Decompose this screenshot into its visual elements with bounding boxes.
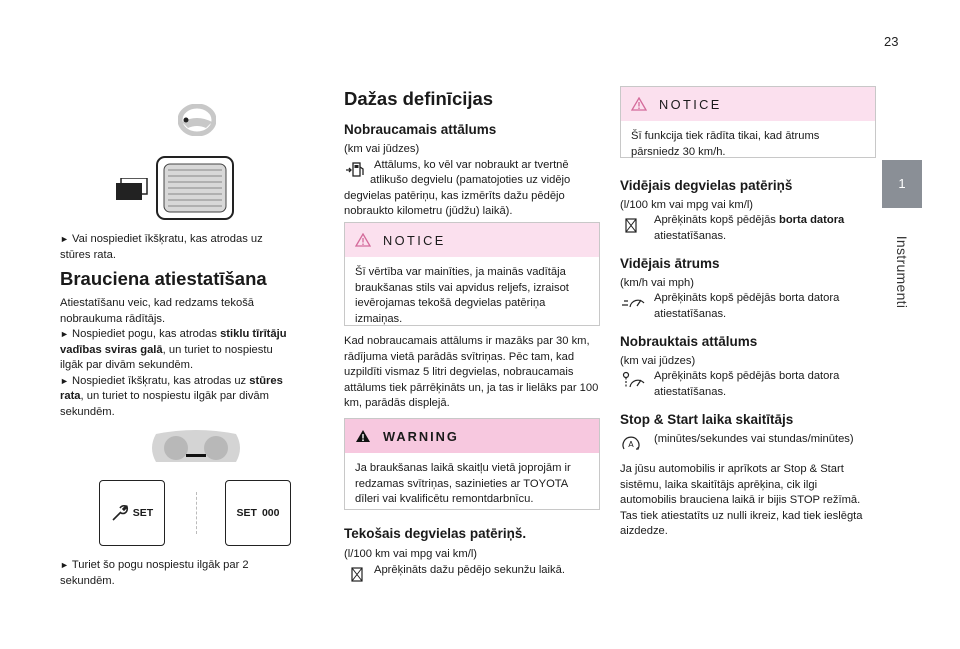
avg-fuel-icon [620, 213, 644, 244]
range-desc-1: Attālums, ko vēl var nobraukt ar tvertnē [374, 159, 569, 171]
arrow-right-icon: ► [60, 234, 69, 244]
heading-current-fuel: Tekošais degvielas patēriņš. [344, 526, 527, 541]
range-units: (km vai jūdzes) [344, 143, 420, 155]
steering-wheel-icon [178, 104, 216, 136]
speedometer-icon [620, 291, 645, 322]
stopstart-desc: Ja jūsu automobilis ir aprīkots ar Stop … [620, 463, 863, 537]
heading-avg-fuel: Vidējais degvielas patēriņš [620, 178, 793, 193]
heading-reset: Brauciena atiestatīšana [60, 268, 267, 289]
zero-readout: 000 [261, 507, 280, 519]
notice-title: NOTICE [383, 232, 446, 248]
heading-range: Nobraucamais attālums [344, 122, 497, 137]
step-thumb-text-a: Nospiediet īkšķratu, kas atrodas uz [72, 374, 250, 387]
step-thumb: ► Nospiediet īkšķratu, kas atrodas uz st… [60, 374, 296, 421]
set-wrench-button[interactable]: SET [99, 480, 165, 546]
set-label-2: SET [236, 507, 257, 519]
heading-avg-speed: Vidējais ātrums [620, 256, 720, 271]
avg-speed-desc: Aprēķināts kopš pēdējās borta datora ati… [654, 292, 840, 320]
avg-fuel-line: Aprēķināts kopš pēdējās borta datora atie… [620, 213, 876, 244]
chapter-tab[interactable]: 1 [882, 160, 922, 208]
notice-box-1: NOTICE Šī vērtība var mainīties, ja main… [344, 222, 600, 326]
chapter-label: Instrumenti [880, 222, 924, 322]
current-units: (l/100 km vai mpg vai km/l) [344, 548, 478, 560]
distance-desc: Aprēķināts kopš pēdējās borta datora ati… [654, 370, 840, 398]
avg-fuel-desc-c: atiestatīšanas. [654, 229, 727, 242]
reset-intro: Atiestatīšanu veic, kad redzams tekošā n… [60, 297, 255, 325]
stopstart-line: A (minūtes/sekundes vai stundas/minūtes) [620, 432, 876, 454]
distance-icon [620, 369, 645, 400]
avg-speed-units: (km/h vai mph) [620, 277, 694, 289]
notice-title-2: NOTICE [659, 96, 722, 112]
notice-body-2: Šī funkcija tiek rādīta tikai, kad ātrum… [631, 130, 820, 158]
set-label: SET [132, 507, 154, 519]
arrow-right-icon: ► [60, 560, 69, 570]
page-number: 23 [884, 34, 899, 49]
step-turn-text: Turiet šo pogu nospiestu ilgāk par 2 sek… [60, 559, 249, 587]
notice-box-2: NOTICE Šī funkcija tiek rādīta tikai, ka… [620, 86, 876, 158]
current-desc-line: Aprēķināts dažu pēdējo sekunžu laikā. [344, 563, 600, 583]
stopstart-units: (minūtes/sekundes vai stundas/minūtes) [654, 433, 854, 445]
range-desc-line: Attālums, ko vēl var nobraukt ar tvertnē [344, 158, 600, 180]
current-desc: Aprēķināts dažu pēdējo sekunžu laikā. [374, 564, 565, 576]
step-rotate-text: Vai nospiediet īkšķratu, kas atrodas uz … [60, 233, 263, 261]
step-turn: ► Turiet šo pogu nospiestu ilgāk par 2 s… [60, 558, 296, 589]
step-press-text-a: Nospiediet pogu, kas atrodas [72, 328, 221, 340]
distance-line: Aprēķināts kopš pēdējās borta datora ati… [620, 369, 876, 400]
thumbwheel-icon [156, 156, 234, 220]
avg-speed-line: Aprēķināts kopš pēdējās borta datora ati… [620, 291, 876, 322]
caution-triangle-icon [631, 97, 647, 111]
range-low-text: Kad nobraucamais attālums ir mazāks par … [344, 335, 599, 409]
distance-units: (km vai jūdzes) [620, 355, 696, 367]
avg-fuel-desc-b: borta datora [779, 214, 845, 226]
step-press-text-c: , un turiet to nospiestu ilgāk par divām… [60, 343, 273, 372]
range-desc-2-text: atlikušo degvielu (pamatojoties uz vidēj… [344, 174, 571, 217]
arrow-right-icon: ► [60, 375, 69, 386]
avg-fuel-desc: Aprēķināts kopš pēdējās borta datora atie… [654, 213, 844, 244]
warning-box: WARNING Ja braukšanas laikā skaitļu viet… [344, 418, 600, 510]
heading-stopstart: Stop & Start laika skaitītājs [620, 412, 794, 427]
fuel-consumption-icon [344, 563, 368, 583]
heading-definitions: Dažas definīcijas [344, 88, 494, 109]
avg-fuel-units: (l/100 km vai mpg vai km/l) [620, 199, 754, 211]
notice-header-2: NOTICE [621, 87, 875, 121]
chapter-label-text: Instrumenti [894, 235, 910, 309]
set-000-button[interactable]: SET 000 [225, 480, 291, 546]
arrow-right-icon: ► [60, 329, 69, 339]
dashed-divider [196, 492, 197, 534]
step-thumb-text-b: stūres rata [60, 374, 283, 403]
step-press-text-b: stiklu tīrītāju vadības sviras galā [60, 328, 287, 356]
wrench-icon [112, 504, 128, 521]
instrument-cluster-icon [148, 430, 244, 466]
svg-text:A: A [628, 440, 634, 449]
notice-header: NOTICE [345, 223, 599, 257]
range-desc-2: atlikušo degvielu (pamatojoties uz vidēj… [344, 173, 600, 220]
warning-triangle-icon [356, 430, 370, 442]
step-thumb-text-c: , un turiet to nospiestu ilgāk par divām… [60, 390, 269, 418]
notice-body: Šī vērtība var mainīties, ja mainās vadī… [355, 266, 569, 325]
warning-title: WARNING [383, 428, 459, 444]
heading-distance: Nobrauktais attālums [620, 334, 758, 349]
display-screen-icon [116, 178, 148, 200]
step-press: ► Nospiediet pogu, kas atrodas stiklu tī… [60, 327, 296, 374]
fuel-pump-icon [344, 158, 368, 180]
step-rotate: ► Vai nospiediet īkšķratu, kas atrodas u… [60, 232, 296, 263]
avg-fuel-desc-a: Aprēķināts kopš pēdējās [654, 214, 780, 226]
warning-header: WARNING [345, 419, 599, 453]
stopstart-icon: A [620, 432, 644, 454]
caution-triangle-icon [355, 233, 371, 247]
warning-body: Ja braukšanas laikā skaitļu vietā joproj… [355, 462, 571, 505]
